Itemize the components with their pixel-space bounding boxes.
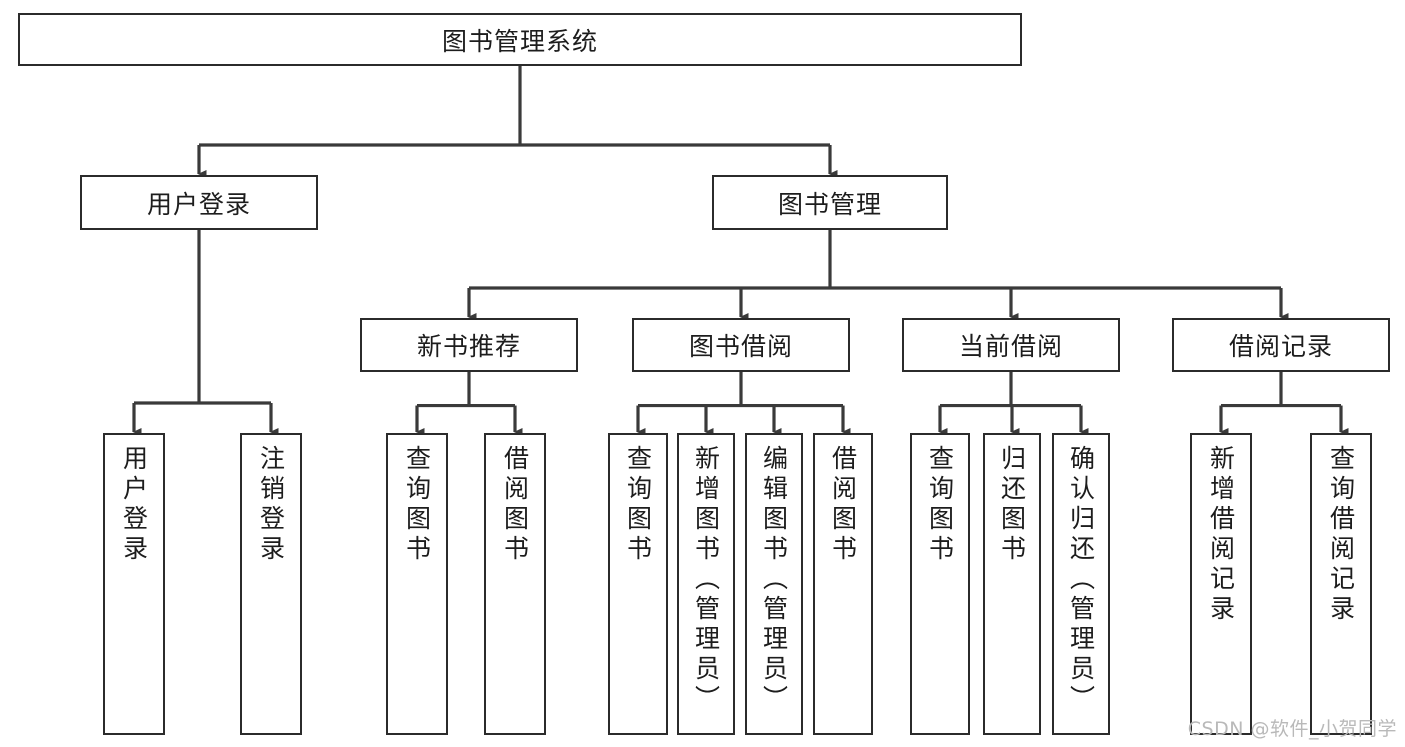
node-root[interactable]: 图书管理系统 [18, 13, 1022, 66]
leaf-current-return-book[interactable]: 归还图书 [983, 433, 1041, 735]
leaf-borrow-borrow-book-label: 借阅图书 [828, 445, 858, 565]
node-borrow-records[interactable]: 借阅记录 [1172, 318, 1390, 372]
leaf-records-add-record[interactable]: 新增借阅记录 [1190, 433, 1252, 735]
leaf-current-confirm-return-label: 确认归还（管理员） [1066, 445, 1096, 715]
leaf-current-query-book[interactable]: 查询图书 [910, 433, 970, 735]
leaf-borrow-edit-book[interactable]: 编辑图书（管理员） [745, 433, 803, 735]
leaf-user-login-label: 用户登录 [119, 445, 149, 565]
watermark-text: CSDN @软件_小贺同学 [1187, 718, 1397, 740]
leaf-borrow-add-book-label: 新增图书（管理员） [691, 445, 721, 715]
leaf-recommend-borrow-book-label: 借阅图书 [500, 445, 530, 565]
leaf-records-add-record-label: 新增借阅记录 [1206, 445, 1236, 625]
leaf-current-confirm-return[interactable]: 确认归还（管理员） [1052, 433, 1110, 735]
node-book-borrow[interactable]: 图书借阅 [632, 318, 850, 372]
leaf-borrow-query-book[interactable]: 查询图书 [608, 433, 668, 735]
leaf-records-query-record[interactable]: 查询借阅记录 [1310, 433, 1372, 735]
node-borrow-records-label: 借阅记录 [1228, 332, 1333, 361]
leaf-borrow-borrow-book[interactable]: 借阅图书 [813, 433, 873, 735]
node-book-borrow-label: 图书借阅 [688, 332, 793, 361]
node-user-login[interactable]: 用户登录 [80, 175, 318, 230]
leaf-user-login[interactable]: 用户登录 [103, 433, 165, 735]
leaf-recommend-query-book[interactable]: 查询图书 [386, 433, 448, 735]
leaf-records-query-record-label: 查询借阅记录 [1326, 445, 1356, 625]
node-current-borrow-label: 当前借阅 [958, 332, 1063, 361]
leaf-recommend-query-book-label: 查询图书 [402, 445, 432, 565]
leaf-borrow-edit-book-label: 编辑图书（管理员） [759, 445, 789, 715]
node-current-borrow[interactable]: 当前借阅 [902, 318, 1120, 372]
node-user-login-label: 用户登录 [146, 189, 251, 219]
leaf-user-logout-label: 注销登录 [256, 445, 286, 565]
node-book-management-label: 图书管理 [777, 189, 882, 219]
leaf-borrow-query-book-label: 查询图书 [623, 445, 653, 565]
leaf-user-logout[interactable]: 注销登录 [240, 433, 302, 735]
node-new-book-recommend-label: 新书推荐 [416, 332, 521, 361]
node-book-management[interactable]: 图书管理 [712, 175, 948, 230]
node-root-label: 图书管理系统 [441, 26, 598, 56]
leaf-recommend-borrow-book[interactable]: 借阅图书 [484, 433, 546, 735]
leaf-borrow-add-book[interactable]: 新增图书（管理员） [677, 433, 735, 735]
node-new-book-recommend[interactable]: 新书推荐 [360, 318, 578, 372]
leaf-current-return-book-label: 归还图书 [997, 445, 1027, 565]
leaf-current-query-book-label: 查询图书 [925, 445, 955, 565]
